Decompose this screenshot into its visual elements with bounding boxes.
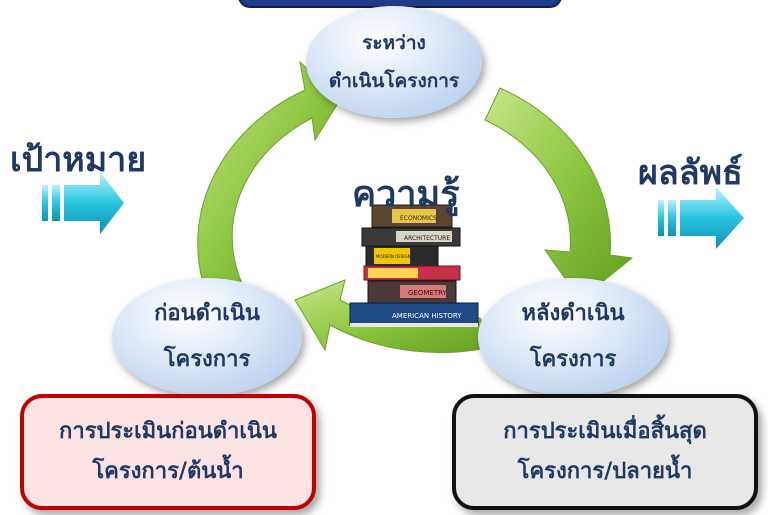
cycle-arrow-top-to-right [484, 87, 634, 301]
pre-evaluation-line2: โครงการ/ต้นน้ำ [92, 459, 244, 484]
stage-during-project: ระหว่าง ดำเนินโครงการ [306, 6, 482, 118]
book-stack-icon: ECONOMICS ARCHITECTURE MODERN DESIGN GEO… [349, 204, 479, 327]
stage-before-line2: โครงการ [163, 347, 251, 372]
pre-evaluation-line1: การประเมินก่อนดำเนิน [59, 419, 277, 444]
stage-after-project: หลังดำเนิน โครงการ [478, 278, 668, 396]
cycle-arrow-left-to-top [197, 60, 341, 291]
post-evaluation-line2: โครงการ/ปลายน้ำ [517, 459, 693, 484]
pre-evaluation-box: การประเมินก่อนดำเนิน โครงการ/ต้นน้ำ [20, 394, 316, 510]
book-title-architecture: ARCHITECTURE [404, 235, 450, 242]
right-output-arrow [658, 187, 744, 249]
goal-label: เป้าหมาย [10, 140, 147, 180]
stage-after-line2: โครงการ [529, 347, 617, 372]
post-evaluation-line1: การประเมินเมื่อสิ้นสุด [503, 419, 707, 444]
left-input-arrow [42, 172, 124, 234]
stage-during-line2: ดำเนินโครงการ [328, 70, 460, 92]
post-evaluation-box: การประเมินเมื่อสิ้นสุด โครงการ/ปลายน้ำ [452, 394, 758, 510]
stage-before-project: ก่อนดำเนิน โครงการ [112, 278, 302, 396]
book-title-modern-design: MODERN DESIGN [376, 254, 411, 259]
stage-before-line1: ก่อนดำเนิน [154, 301, 260, 326]
book-title-american-history: AMERICAN HISTORY [392, 312, 462, 320]
stage-during-line1: ระหว่าง [362, 32, 426, 54]
book-title-economics: ECONOMICS [400, 215, 437, 222]
book-title-geometry: GEOMETRY [408, 289, 448, 297]
stage-after-line1: หลังดำเนิน [521, 301, 625, 326]
knowledge-label: ความรู้ [352, 174, 460, 215]
result-label: ผลลัพธ์ [638, 153, 743, 193]
